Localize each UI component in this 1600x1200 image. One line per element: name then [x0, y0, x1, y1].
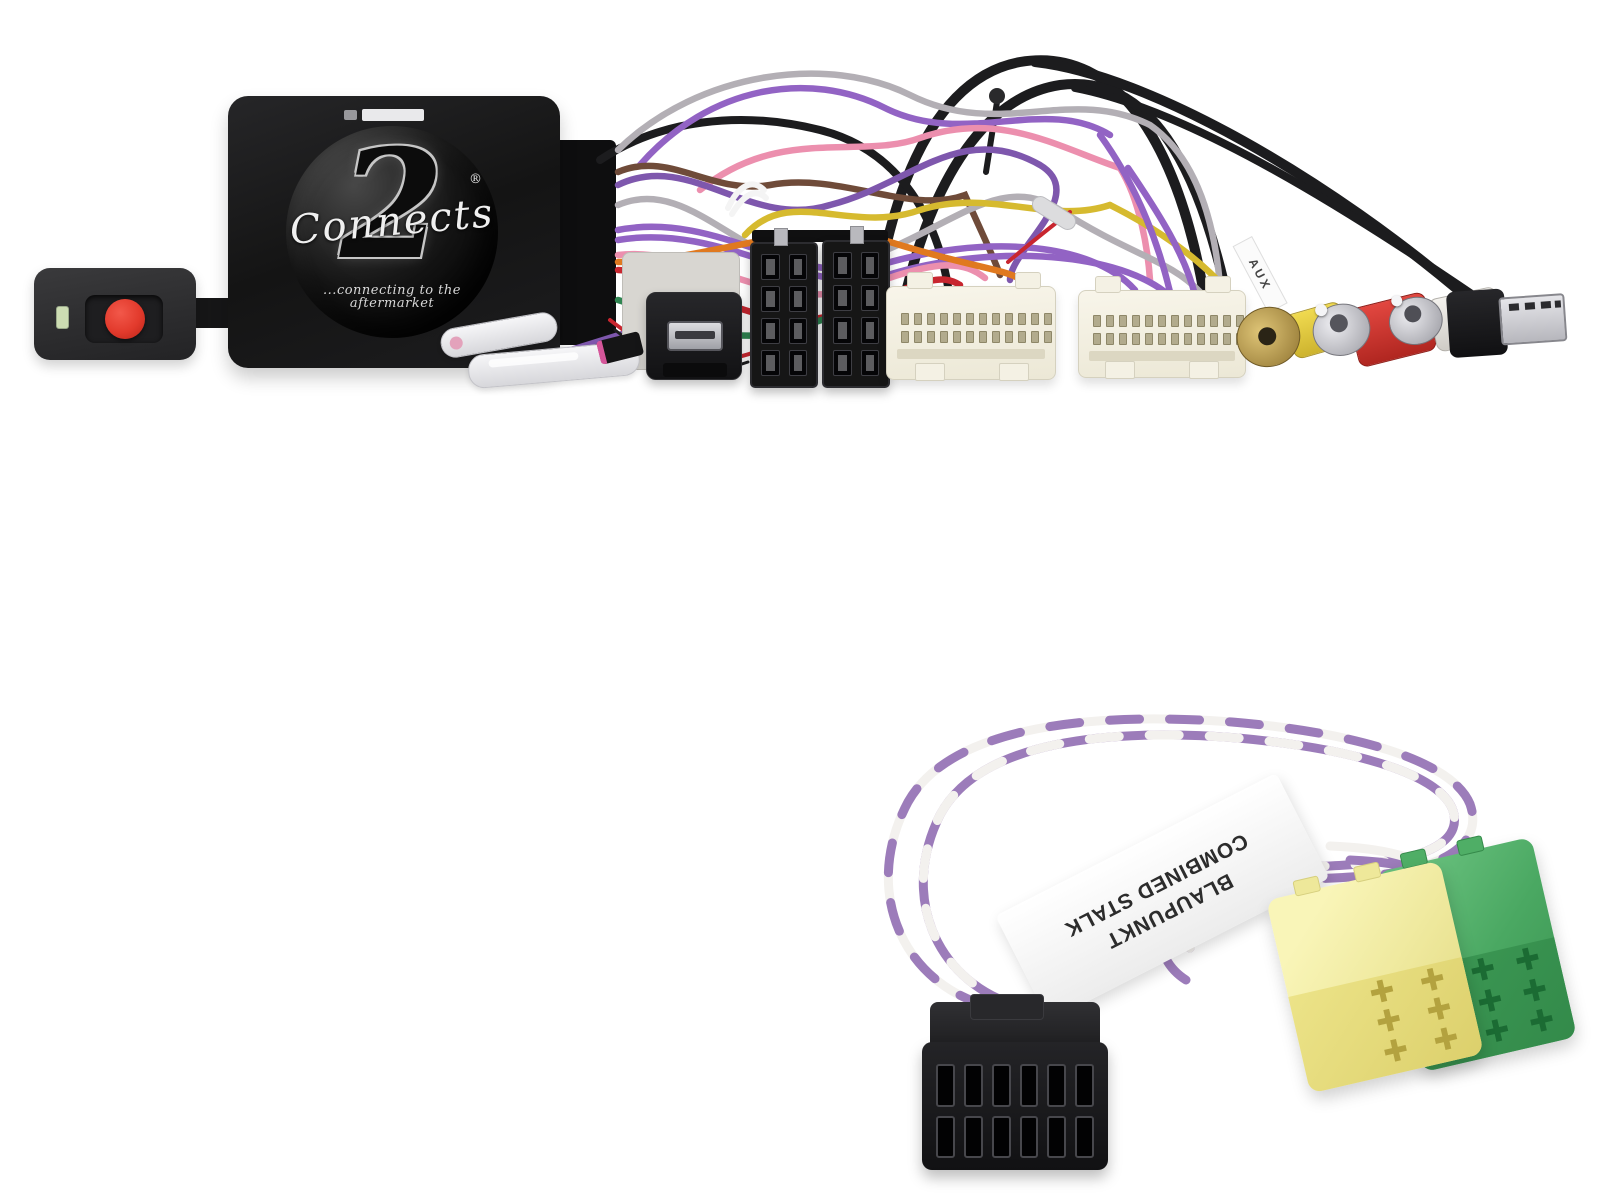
usb-connector — [1445, 284, 1572, 360]
remote-red-button — [105, 299, 145, 339]
connector-tab — [1015, 272, 1041, 289]
logo-tagline: ...connecting to the aftermarket — [323, 283, 461, 311]
iso-connector-a — [750, 228, 818, 388]
remote-led — [56, 306, 69, 329]
box-top-slot — [362, 109, 424, 121]
logo-numeral: 2 — [339, 117, 445, 293]
iso-latch — [774, 228, 788, 246]
box-top-slot-small — [344, 110, 357, 120]
connector-groove — [897, 349, 1045, 359]
molex-latch — [970, 994, 1044, 1020]
pin-row — [1093, 333, 1244, 345]
mini-usb-lip — [663, 363, 727, 377]
iso-connector-b — [822, 226, 890, 388]
box-side-connector — [552, 140, 616, 345]
connector-groove — [1089, 351, 1235, 361]
molex-12pin-connector — [922, 994, 1108, 1170]
steering-control-remote — [34, 268, 196, 360]
brand-logo-disc: 2 Connects ® ...connecting to the afterm… — [286, 126, 498, 338]
registered-trademark: ® — [469, 172, 482, 187]
cable-cap — [989, 88, 1005, 104]
connector-foot — [999, 363, 1029, 381]
vehicle-connector-2 — [1078, 276, 1246, 379]
connector-foot — [915, 363, 945, 381]
mini-usb-connector — [646, 292, 742, 380]
cable-tie — [725, 181, 769, 217]
cross-pin-holes — [1354, 961, 1475, 1073]
interface-box: 2 Connects ® ...connecting to the afterm… — [228, 96, 560, 368]
iso-pin-grid — [761, 254, 807, 376]
connector-tab — [907, 272, 933, 289]
iso-pin-grid — [833, 252, 879, 376]
connector-foot — [1105, 361, 1135, 379]
molex-pin-grid — [936, 1064, 1094, 1158]
connector-foot — [1189, 361, 1219, 379]
connector-tab — [1205, 276, 1231, 293]
pin-row — [1093, 315, 1244, 327]
iso-latch — [850, 226, 864, 244]
connector-tab — [1095, 276, 1121, 293]
pin-row — [901, 331, 1052, 343]
usb-metal-shell — [1498, 293, 1568, 346]
mini-usb-port — [667, 321, 723, 351]
crimp-splice — [1031, 196, 1077, 230]
vehicle-connector-1 — [886, 272, 1056, 381]
pin-row — [901, 313, 1052, 325]
